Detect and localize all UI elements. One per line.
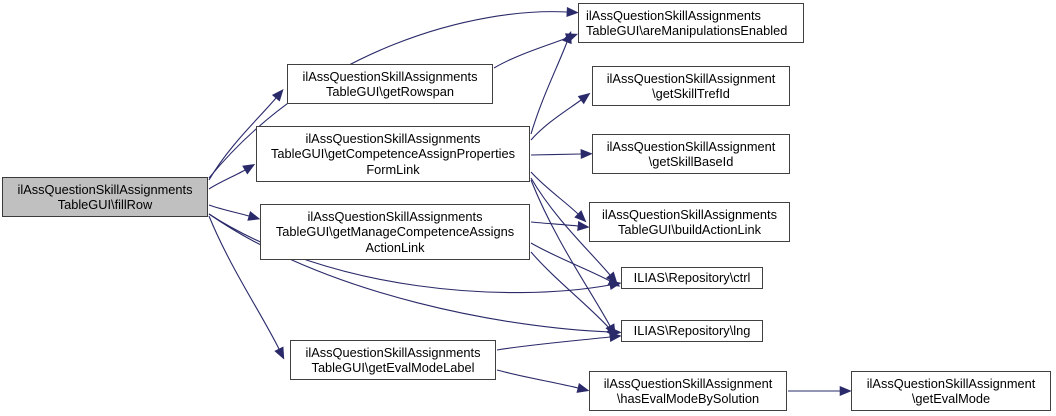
graph-edge-getCompetenceAssignPropertiesFormLink-to-lng	[530, 179, 611, 327]
graph-node-label: ilAssQuestionSkillAssignments TableGUI\g…	[305, 344, 481, 376]
graph-node-hasEvalModeBySolution[interactable]: ilAssQuestionSkillAssignment \hasEvalMod…	[589, 371, 787, 411]
graph-node-buildActionLink[interactable]: ilAssQuestionSkillAssignments TableGUI\b…	[589, 202, 790, 242]
graph-edge-getEvalModeLabel-to-hasEvalModeBySolution	[496, 369, 579, 389]
graph-edge-fillRow-to-getCompetenceAssignPropertiesFormLink	[208, 169, 246, 190]
graph-edge-getEvalModeLabel-to-lng	[496, 336, 611, 351]
graph-node-label: ilAssQuestionSkillAssignments TableGUI\a…	[586, 7, 788, 39]
graph-edge-fillRow-to-areManipulationsEnabled	[208, 11, 568, 179]
graph-node-label: ILIAS\Repository\ctrl	[633, 270, 751, 286]
graph-edge-fillRow-to-getEvalModeLabel	[208, 215, 280, 350]
graph-node-getEvalMode[interactable]: ilAssQuestionSkillAssignment \getEvalMod…	[851, 371, 1051, 411]
graph-node-getEvalModeLabel[interactable]: ilAssQuestionSkillAssignments TableGUI\g…	[290, 340, 496, 380]
graph-node-label: ilAssQuestionSkillAssignment \getEvalMod…	[866, 375, 1036, 407]
graph-node-label: ilAssQuestionSkillAssignments TableGUI\g…	[275, 208, 515, 255]
graph-edge-getManageCompetenceAssignsActionLink-to-lng	[530, 251, 611, 330]
graph-edge-getCompetenceAssignPropertiesFormLink-to-buildActionLink	[530, 171, 579, 215]
graph-node-label: ilAssQuestionSkillAssignment \hasEvalMod…	[603, 375, 773, 407]
edge-arrowhead	[839, 385, 852, 397]
graph-node-getSkillBaseId[interactable]: ilAssQuestionSkillAssignment \getSkillBa…	[592, 134, 790, 174]
edge-arrowhead	[577, 220, 590, 231]
graph-edge-fillRow-to-getRowspan	[208, 97, 277, 181]
edge-arrowhead	[577, 92, 591, 105]
edge-arrowhead	[271, 89, 284, 102]
edge-arrowhead	[574, 210, 587, 223]
graph-node-ctrl[interactable]: ILIAS\Repository\ctrl	[621, 267, 763, 289]
graph-edge-getCompetenceAssignPropertiesFormLink-to-getSkillBaseId	[530, 153, 582, 156]
graph-node-label: ilAssQuestionSkillAssignments TableGUI\g…	[302, 68, 478, 100]
edge-arrowhead	[247, 211, 261, 221]
graph-edge-getRowspan-to-areManipulationsEnabled	[493, 37, 568, 69]
graph-node-label: ILIAS\Repository\lng	[633, 323, 751, 339]
graph-node-getCompetenceAssignPropertiesFormLink[interactable]: ilAssQuestionSkillAssignments TableGUI\g…	[256, 126, 530, 182]
graph-node-label: ilAssQuestionSkillAssignment \getSkillTr…	[606, 70, 776, 102]
graph-node-label: ilAssQuestionSkillAssignments TableGUI\g…	[271, 130, 515, 177]
graph-node-getManageCompetenceAssignsActionLink[interactable]: ilAssQuestionSkillAssignments TableGUI\g…	[260, 204, 530, 260]
edge-arrowhead	[242, 164, 256, 175]
edge-arrowhead	[562, 30, 572, 45]
graph-node-areManipulationsEnabled[interactable]: ilAssQuestionSkillAssignments TableGUI\a…	[578, 3, 804, 43]
graph-edge-getManageCompetenceAssignsActionLink-to-buildActionLink	[530, 221, 579, 227]
graph-node-label: ilAssQuestionSkillAssignments TableGUI\f…	[17, 181, 193, 213]
graph-node-lng[interactable]: ILIAS\Repository\lng	[621, 320, 763, 342]
edge-arrowhead	[609, 332, 622, 343]
graph-edge-getCompetenceAssignPropertiesFormLink-to-ctrl	[530, 177, 611, 276]
graph-node-getRowspan[interactable]: ilAssQuestionSkillAssignments TableGUI\g…	[287, 64, 493, 104]
graph-edge-getManageCompetenceAssignsActionLink-to-ctrl	[530, 242, 611, 282]
edge-arrowhead	[576, 383, 590, 393]
graph-edge-getCompetenceAssignPropertiesFormLink-to-areManipulationsEnabled	[530, 41, 568, 135]
graph-edge-fillRow-to-getManageCompetenceAssignsActionLink	[208, 204, 250, 217]
edge-arrowhead	[607, 276, 621, 287]
graph-edge-getCompetenceAssignPropertiesFormLink-to-getSkillTrefId	[530, 99, 582, 141]
edge-arrowhead	[580, 148, 593, 160]
graph-node-fillRow[interactable]: ilAssQuestionSkillAssignments TableGUI\f…	[2, 177, 208, 217]
edge-arrowhead	[566, 6, 579, 18]
graph-node-label: ilAssQuestionSkillAssignment \getSkillBa…	[606, 138, 776, 170]
graph-node-getSkillTrefId[interactable]: ilAssQuestionSkillAssignment \getSkillTr…	[592, 66, 790, 106]
edge-arrowhead	[274, 346, 285, 360]
graph-node-label: ilAssQuestionSkillAssignments TableGUI\b…	[602, 206, 777, 238]
